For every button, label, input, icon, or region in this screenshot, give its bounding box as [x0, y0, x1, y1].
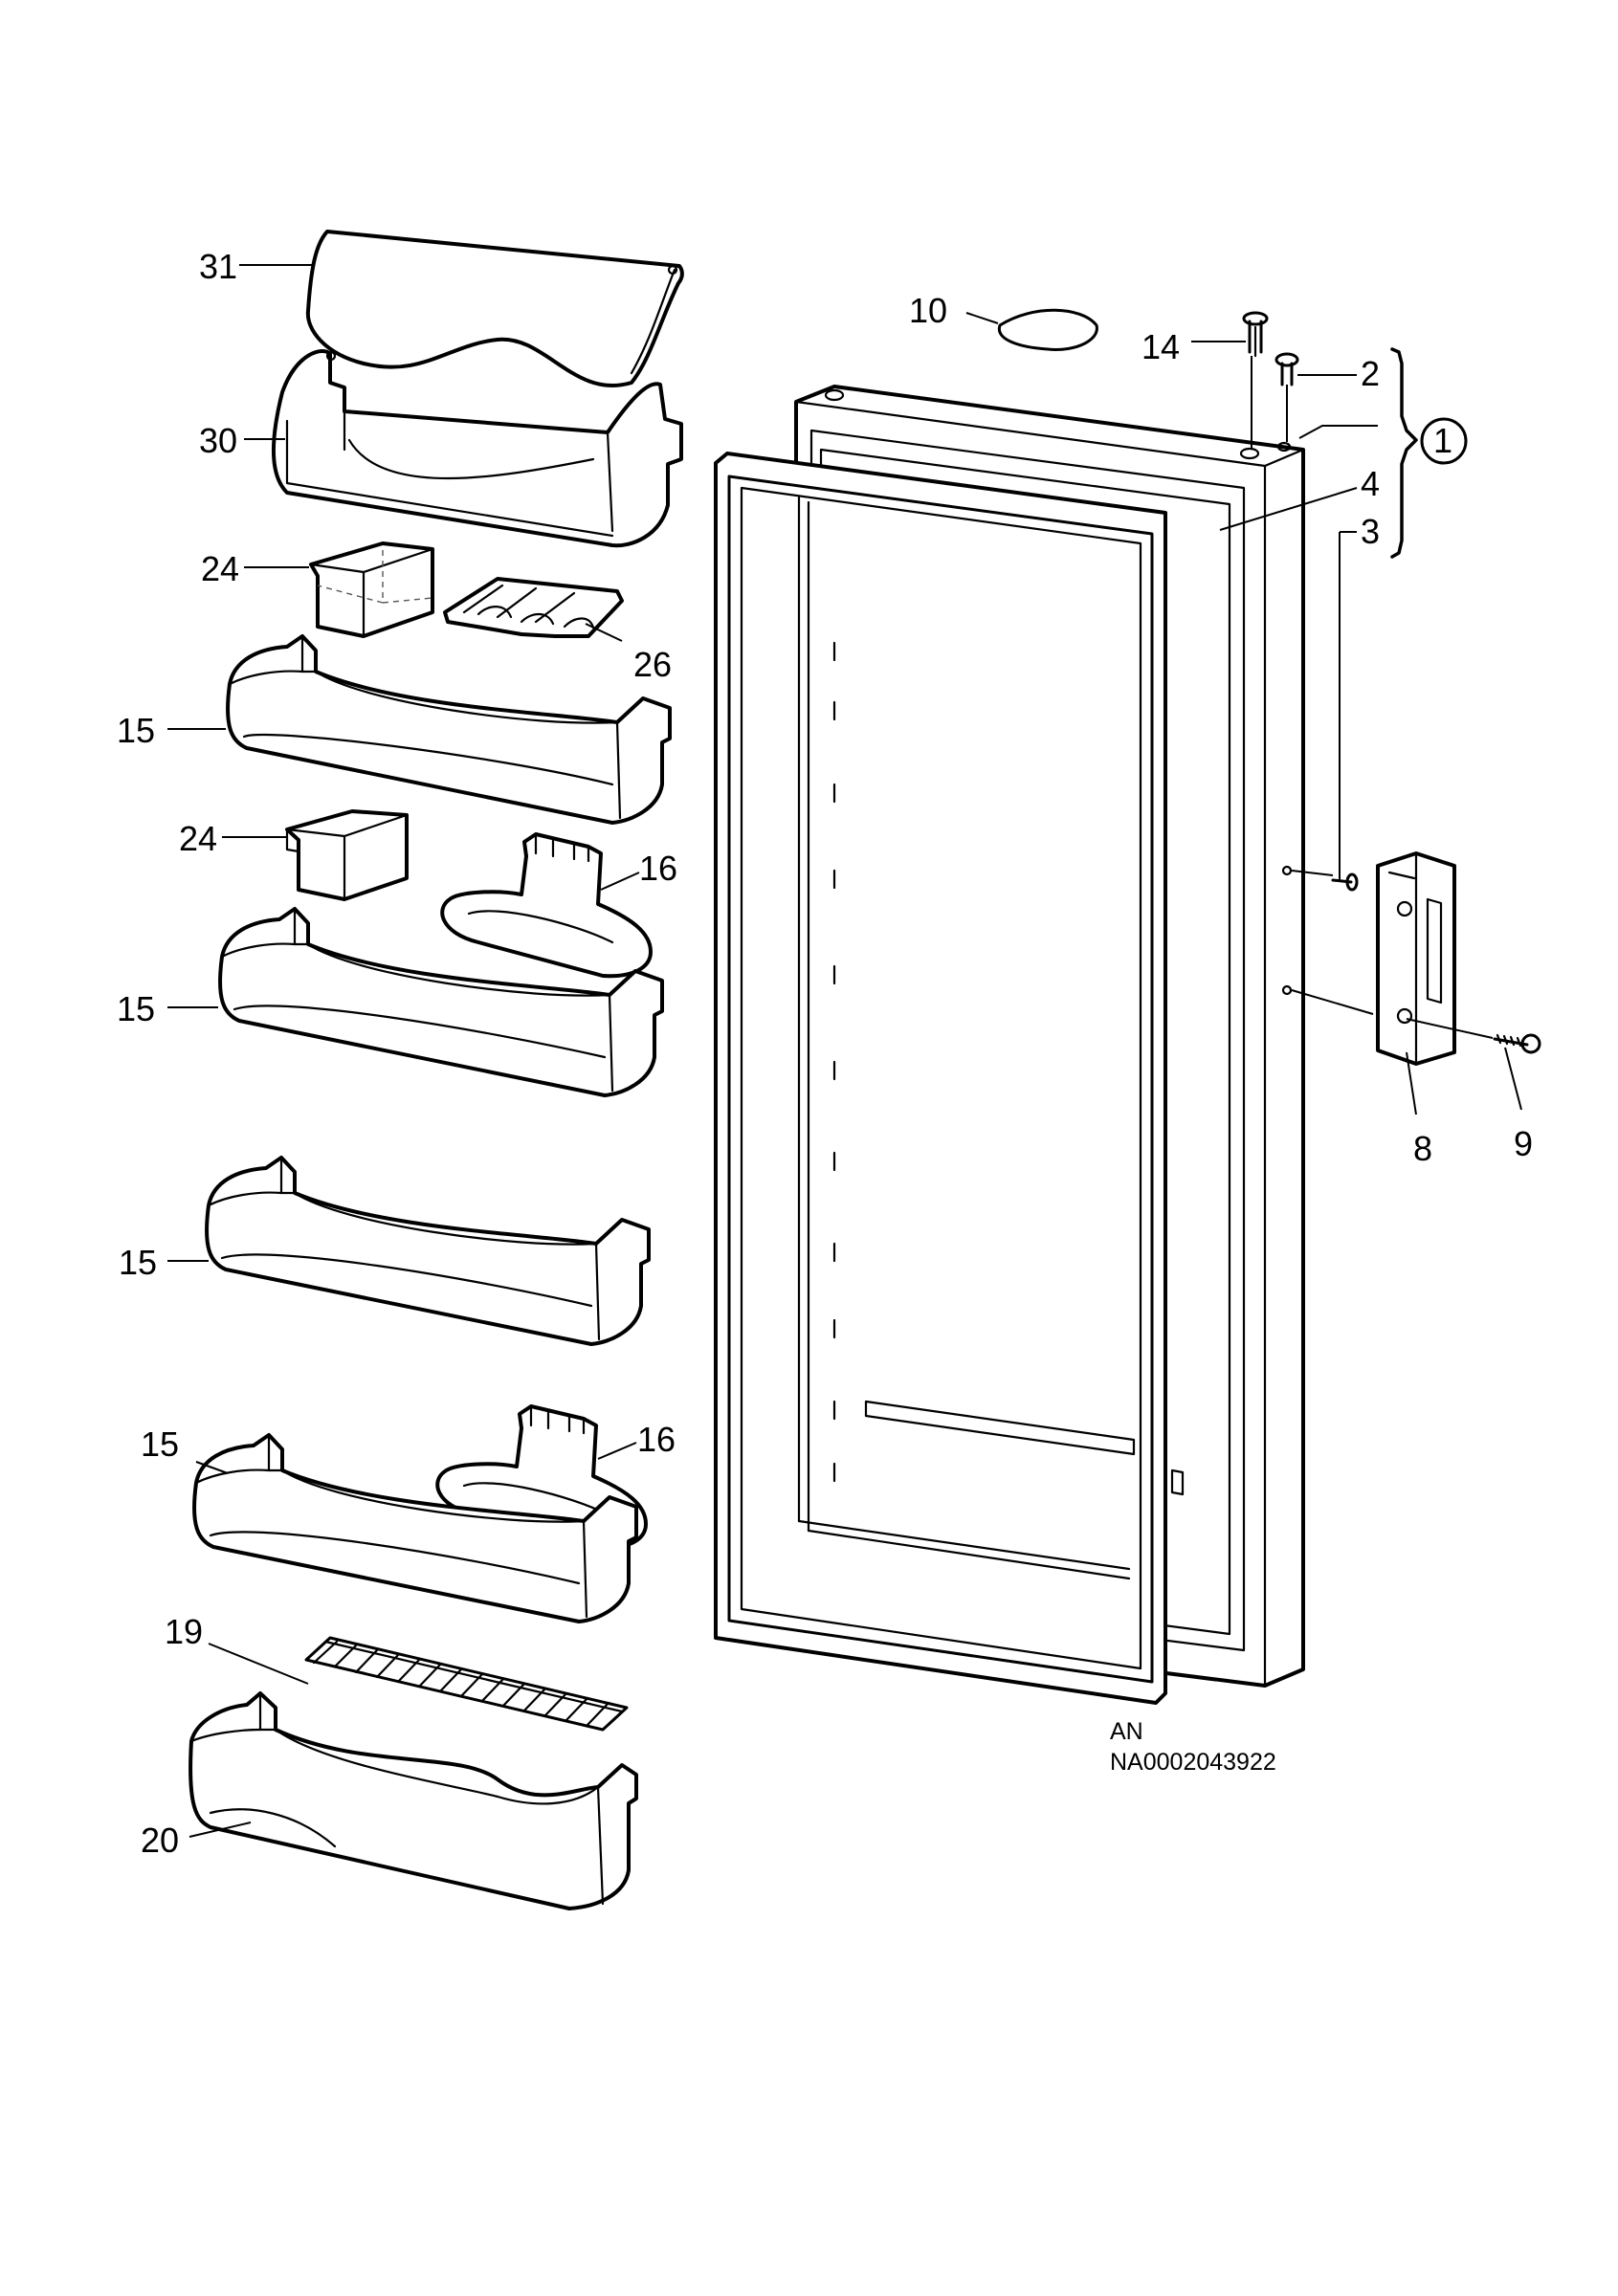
callout-4: 4	[1361, 464, 1380, 503]
bottle-rack-grill	[304, 1636, 629, 1732]
model-code: AN	[1110, 1718, 1143, 1745]
door-shelf-4	[192, 1433, 638, 1623]
callout-15-first: 15	[117, 711, 155, 750]
callout-3: 3	[1361, 512, 1380, 551]
door-handle	[1376, 851, 1456, 1066]
assembly-circle	[1420, 417, 1468, 465]
egg-tray	[443, 577, 624, 638]
callout-16-upper: 16	[639, 849, 677, 888]
group-bracket	[1390, 347, 1418, 559]
drawing-number: NA0002043922	[1110, 1749, 1276, 1776]
callout-20: 20	[141, 1821, 179, 1860]
small-box-upper	[309, 541, 434, 638]
callout-30: 30	[199, 421, 237, 460]
door-gasket	[714, 452, 1185, 1705]
callout-16-lower: 16	[637, 1420, 676, 1459]
bottle-shelf	[188, 1691, 638, 1910]
callout-24-upper: 24	[201, 549, 239, 588]
leader-lines	[167, 264, 1522, 1838]
callout-14: 14	[1141, 327, 1180, 366]
door-shelf-2	[218, 907, 664, 1097]
callout-1: 1	[1433, 421, 1452, 460]
callout-15-fourth: 15	[141, 1424, 179, 1464]
callout-9: 9	[1514, 1124, 1533, 1163]
callout-10: 10	[909, 291, 947, 330]
dairy-compartment-lid	[305, 230, 684, 387]
callout-19: 19	[165, 1612, 203, 1651]
callout-26: 26	[633, 645, 672, 684]
handle-hole-upper	[1281, 865, 1293, 876]
hinge-bush-2	[1274, 352, 1299, 386]
dairy-compartment	[272, 349, 683, 548]
cover-plug	[997, 308, 1098, 351]
door-shelf-3	[205, 1156, 651, 1346]
callout-15-third: 15	[119, 1243, 157, 1282]
callout-24-lower: 24	[179, 819, 217, 858]
hinge-pin-14	[1242, 311, 1269, 358]
callout-15-second: 15	[117, 989, 155, 1028]
callout-2: 2	[1361, 354, 1380, 393]
bottle-holder-upper	[440, 832, 653, 979]
door-shelf-1	[226, 634, 672, 825]
small-box-lower	[285, 809, 409, 901]
callout-8: 8	[1413, 1129, 1432, 1168]
callout-31: 31	[199, 247, 237, 286]
hinge-screw	[1331, 872, 1359, 892]
callout-labels: 31 30 24 26 15 24 16 15 15 15 16 19 20 1…	[117, 247, 1533, 1860]
handle-screw	[1493, 1033, 1541, 1054]
handle-hole-lower	[1281, 984, 1293, 996]
